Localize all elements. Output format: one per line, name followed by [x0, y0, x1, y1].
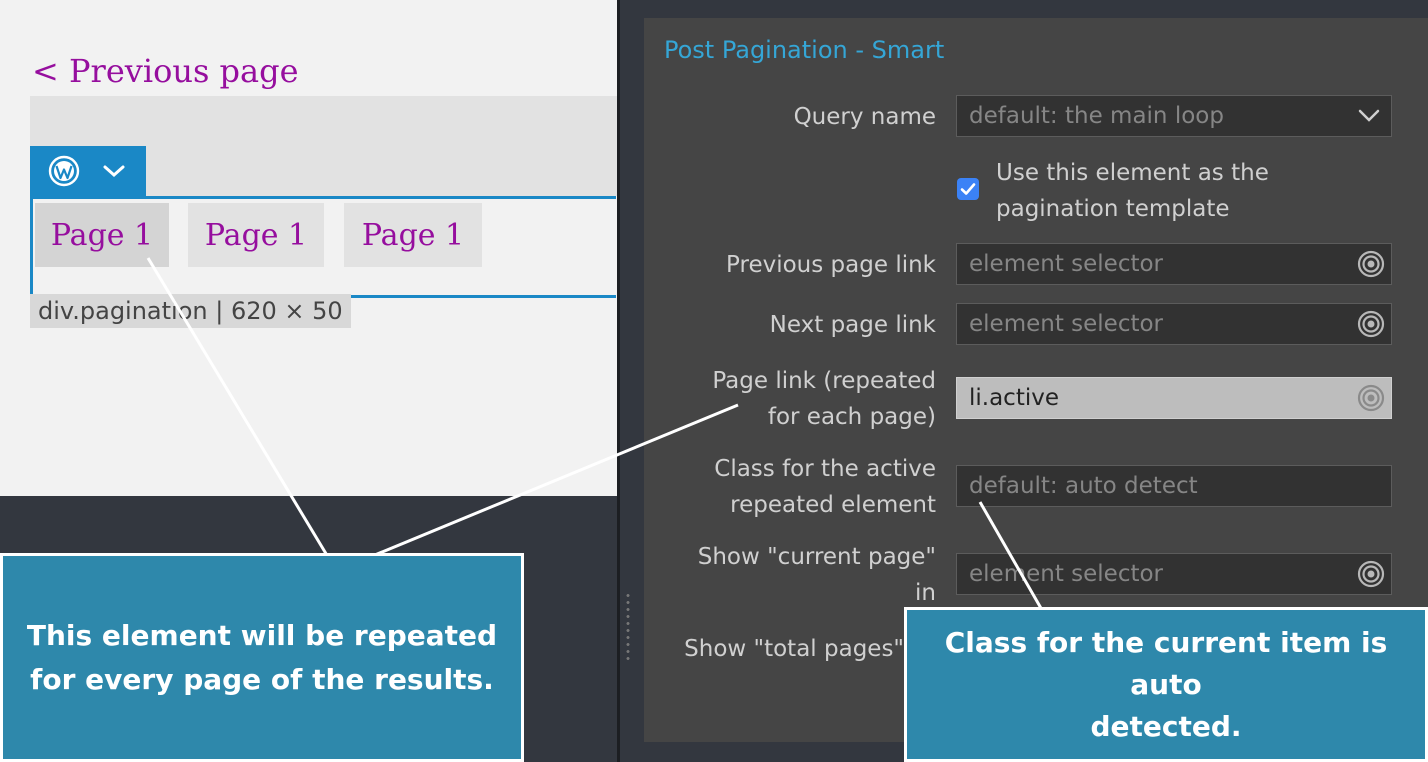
page-link-input[interactable]: li.active [956, 377, 1392, 419]
checkbox-label-line: Use this element as the [996, 160, 1269, 186]
label-line: Page link (repeated [712, 368, 936, 394]
pagination-container[interactable]: Page 1 Page 1 Page 1 [30, 196, 616, 298]
current-page-input[interactable]: element selector [956, 553, 1392, 595]
active-class-label: Class for the active repeated element [714, 451, 936, 523]
callout-line: for every page of the results. [30, 662, 494, 696]
label-line: repeated element [730, 492, 936, 518]
label-line: Class for the active [714, 456, 936, 482]
element-toolbar[interactable] [30, 146, 146, 196]
query-name-value: default: the main loop [969, 103, 1224, 129]
target-icon[interactable] [1357, 384, 1385, 412]
pagination-template-checkbox-label[interactable]: Use this element as the pagination templ… [996, 155, 1269, 227]
repeat-element-callout: This element will be repeated for every … [0, 553, 524, 762]
label-line: Show "current page" [697, 544, 936, 570]
callout-line: Class for the current item is auto [944, 625, 1388, 701]
page-link-item[interactable]: Page 1 [188, 203, 324, 267]
previous-page-link-input[interactable]: element selector [956, 243, 1392, 285]
target-icon[interactable] [1357, 310, 1385, 338]
active-class-placeholder: default: auto detect [969, 473, 1198, 499]
page-preview: < Previous page Page 1 Page 1 Page 1 div… [0, 0, 617, 496]
previous-page-link-label: Previous page link [726, 252, 936, 278]
element-dimensions-label: div.pagination | 620 × 50 [30, 294, 351, 328]
target-icon[interactable] [1357, 250, 1385, 278]
next-page-link-input[interactable]: element selector [956, 303, 1392, 345]
wordpress-icon[interactable] [48, 155, 80, 187]
label-line: in [915, 580, 936, 606]
active-class-input[interactable]: default: auto detect [956, 465, 1392, 507]
previous-page-link-placeholder: element selector [969, 251, 1164, 277]
pagination-template-checkbox[interactable] [957, 178, 979, 200]
query-name-select[interactable]: default: the main loop [956, 95, 1392, 137]
checkmark-icon [960, 183, 976, 195]
page-link-value: li.active [969, 385, 1060, 411]
query-name-label: Query name [793, 104, 936, 130]
page-link-item[interactable]: Page 1 [35, 203, 169, 267]
target-icon[interactable] [1357, 560, 1385, 588]
callout-line: detected. [1090, 709, 1242, 743]
next-page-link-label: Next page link [769, 312, 936, 338]
label-line: for each page) [767, 404, 936, 430]
current-page-label: Show "current page" in [698, 539, 936, 611]
next-page-link-placeholder: element selector [969, 311, 1164, 337]
chevron-down-icon [1358, 109, 1380, 122]
callout-line: This element will be repeated [26, 618, 498, 652]
auto-detect-callout: Class for the current item is auto detec… [904, 607, 1428, 762]
total-pages-label: Show "total pages" [684, 636, 904, 662]
panel-title: Post Pagination - Smart [664, 36, 945, 64]
page-link-label: Page link (repeated for each page) [712, 363, 936, 435]
chevron-down-icon[interactable] [102, 163, 126, 179]
checkbox-label-line: pagination template [996, 196, 1230, 222]
previous-page-link[interactable]: < Previous page [32, 52, 299, 90]
panel-divider[interactable] [617, 0, 620, 762]
resize-grip[interactable] [626, 592, 630, 662]
page-link-item[interactable]: Page 1 [344, 203, 482, 267]
current-page-placeholder: element selector [969, 561, 1164, 587]
